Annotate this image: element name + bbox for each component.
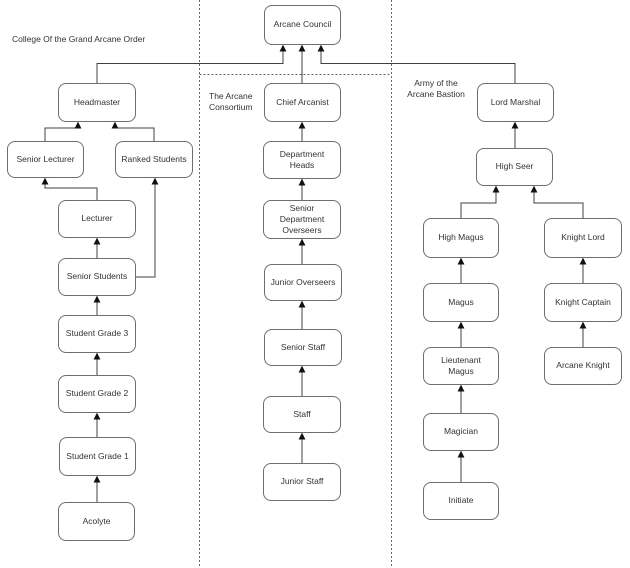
org-node-label: Staff [293,408,311,419]
org-node-label: Student Grade 2 [65,388,129,399]
org-node-high-magus[interactable]: High Magus [423,218,499,258]
org-node-label: Magus [448,296,474,307]
org-node-chief-arcanist[interactable]: Chief Arcanist [264,83,341,122]
org-node-student-grade-2[interactable]: Student Grade 2 [58,375,136,413]
org-node-label: Knight Captain [555,296,611,307]
org-node-student-grade-1[interactable]: Student Grade 1 [59,437,136,476]
org-node-knight-lord[interactable]: Knight Lord [544,218,622,258]
org-node-arcane-knight[interactable]: Arcane Knight [544,347,622,385]
edge-senior-students-to-ranked-students [136,177,159,278]
org-node-label: Lecturer [81,213,113,224]
org-node-label: Senior Staff [280,341,326,352]
group-label-college: College Of the Grand Arcane Order [12,34,146,44]
edge-ranked-students-to-headmaster [111,121,155,141]
org-node-high-seer[interactable]: High Seer [476,148,553,186]
org-node-headmaster[interactable]: Headmaster [58,83,136,122]
org-node-label: Student Grade 3 [65,328,129,339]
org-node-label: Senior Department Overseers [279,202,325,236]
org-node-senior-department-overseers[interactable]: Senior Department Overseers [263,200,341,239]
org-node-label: Headmaster [73,96,121,107]
edge-headmaster-to-arcane-council [96,44,287,83]
org-node-lecturer[interactable]: Lecturer [58,200,136,238]
org-node-label: Knight Lord [561,232,605,243]
org-node-arcane-council[interactable]: Arcane Council [264,5,341,45]
org-node-ranked-students[interactable]: Ranked Students [115,141,193,178]
org-node-label: Chief Arcanist [276,96,329,107]
org-node-initiate[interactable]: Initiate [423,482,499,520]
org-node-label: Ranked Students [121,153,187,164]
org-node-label: Senior Students [66,271,128,282]
org-node-label: Magician [443,426,479,437]
org-node-knight-captain[interactable]: Knight Captain [544,283,622,322]
org-node-lieutenant-magus[interactable]: Lieutenant Magus [423,347,499,385]
org-node-magician[interactable]: Magician [423,413,499,451]
org-node-senior-lecturer[interactable]: Senior Lecturer [7,141,84,178]
group-label-consortium: The Arcane Consortium [209,91,253,112]
org-node-label: Student Grade 1 [66,450,129,461]
group-label-bastion: Army of the Arcane Bastion [407,78,465,99]
org-node-label: High Seer [495,161,534,172]
org-node-senior-students[interactable]: Senior Students [58,258,136,296]
org-node-staff[interactable]: Staff [263,396,341,433]
edge-lord-marshal-to-arcane-council [317,44,516,83]
org-node-label: Lord Marshal [490,96,541,107]
org-node-student-grade-3[interactable]: Student Grade 3 [58,315,136,353]
org-node-label: Initiate [448,495,474,506]
org-node-lord-marshal[interactable]: Lord Marshal [477,83,554,122]
org-node-label: Acolyte [82,515,111,526]
org-node-department-heads[interactable]: Department Heads [263,141,341,179]
org-node-junior-staff[interactable]: Junior Staff [263,463,341,501]
org-node-senior-staff[interactable]: Senior Staff [264,329,342,366]
org-node-label: Arcane Knight [556,360,610,371]
org-node-junior-overseers[interactable]: Junior Overseers [264,264,342,301]
edge-senior-lecturer-to-headmaster [44,121,82,141]
edge-high-magus-to-high-seer [460,185,500,218]
org-node-label: High Magus [438,232,484,243]
edge-knight-lord-to-high-seer [530,185,584,218]
org-node-acolyte[interactable]: Acolyte [58,502,135,541]
org-node-magus[interactable]: Magus [423,283,499,322]
org-node-label: Junior Staff [280,476,324,487]
edge-lecturer-to-senior-lecturer [41,177,98,200]
org-node-label: Arcane Council [273,19,332,30]
org-node-label: Lieutenant Magus [441,354,481,376]
org-node-label: Department Heads [279,148,325,170]
org-node-label: Junior Overseers [270,276,336,287]
org-node-label: Senior Lecturer [16,153,75,164]
